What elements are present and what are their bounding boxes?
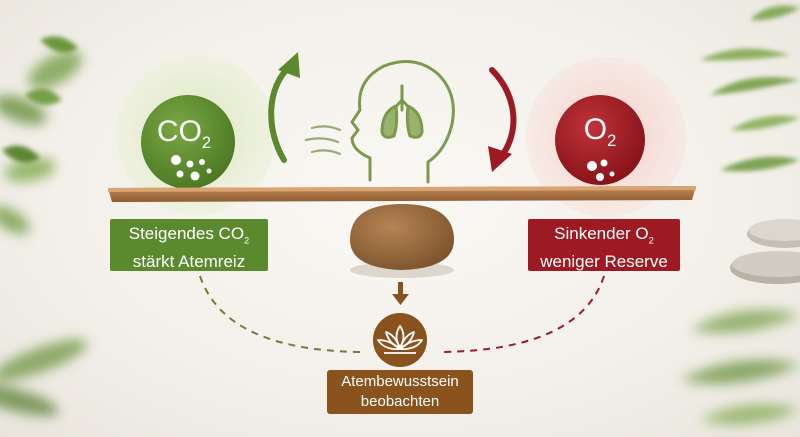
lotus-icon [373, 313, 427, 367]
breath-awareness-label: Atembewusstsein beobachten [327, 370, 473, 414]
stones-icon [730, 219, 800, 284]
co2-formula: CO2 [156, 115, 212, 152]
co2-bubbles [171, 155, 212, 181]
breath-lines [304, 125, 342, 156]
o2-bubbles [587, 159, 615, 181]
falling-o2-label: Sinkender O2 weniger Reserve [528, 219, 680, 271]
right-dashed-connector [441, 275, 605, 353]
rising-co2-label: Steigendes CO2 stärkt Atemreiz [110, 219, 268, 271]
rising-arrow-icon [268, 52, 300, 163]
leaf-icon [0, 50, 88, 416]
leaf-icon [700, 5, 800, 172]
lungs-head-icon [350, 60, 455, 184]
o2-formula: O2 [583, 113, 617, 150]
falling-arrow-icon [488, 67, 517, 172]
left-dashed-connector [199, 275, 361, 353]
fulcrum [350, 204, 454, 278]
o2-ball [555, 95, 645, 185]
co2-ball [141, 95, 235, 189]
seesaw-plank [108, 186, 696, 202]
down-arrow-icon [392, 282, 409, 305]
